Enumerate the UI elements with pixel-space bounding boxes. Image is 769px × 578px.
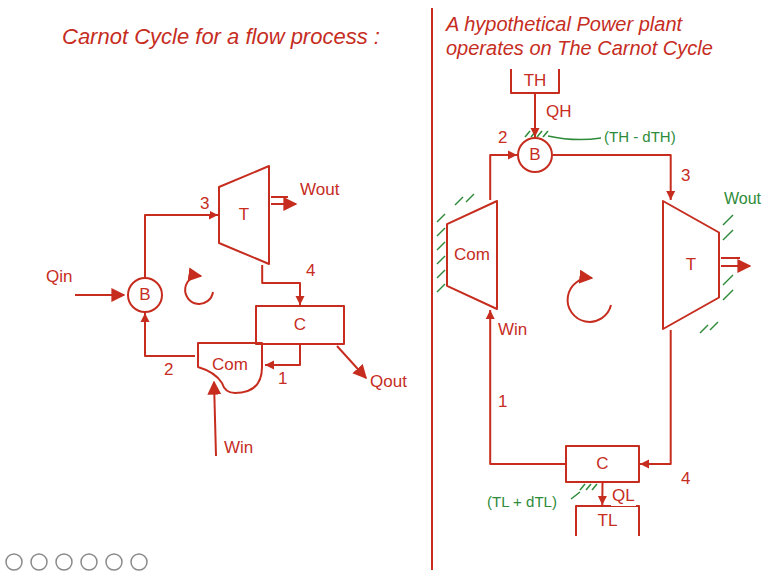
arrow-head [666, 191, 675, 200]
slide-title: Carnot Cycle for a flow process : [62, 24, 380, 49]
node-label: B [529, 146, 540, 165]
condenser-box: C [565, 445, 640, 483]
node-label: C [596, 455, 608, 474]
work-out-shaft [271, 197, 296, 204]
node-label: TL [598, 512, 618, 531]
boiler-circle: B [127, 277, 163, 313]
heat-out-arrow [337, 346, 366, 378]
insulation-hatch [437, 131, 733, 490]
state-number: 1 [497, 392, 508, 412]
condenser-box: C [255, 305, 345, 345]
flow-connector [141, 313, 196, 356]
node-label: B [139, 286, 150, 305]
temperature-note: (TL + dTL) [487, 493, 557, 510]
flow-connector [265, 345, 300, 370]
divider-line [432, 8, 433, 570]
heat-in-arrow [75, 295, 124, 296]
arrow-head [598, 496, 607, 505]
node-label: T [686, 256, 696, 275]
flow-connector [262, 265, 304, 305]
state-number: 4 [680, 469, 691, 489]
temperature-note: (TH - dTH) [604, 128, 676, 145]
arrow-head [265, 361, 274, 370]
arrow-head [508, 151, 517, 160]
leader-line [548, 136, 601, 499]
work-label: Wout [300, 180, 339, 200]
state-number: 1 [277, 369, 288, 389]
flow-connector [553, 155, 675, 200]
work-label: Win [224, 438, 253, 458]
state-number: 3 [199, 194, 210, 214]
turbine-shape: T [662, 200, 720, 330]
state-number: 2 [163, 360, 174, 380]
turbine-shape: T [218, 165, 270, 265]
heat-label: Qin [46, 267, 72, 287]
flow-connector [486, 310, 565, 464]
arrow-head [531, 128, 540, 137]
node-label: TH [524, 72, 547, 91]
boiler-circle: B [517, 137, 553, 173]
turbine-shaft [721, 258, 750, 266]
viewer-toolbar [6, 554, 147, 570]
hot-reservoir: TH [510, 68, 560, 94]
compressor-shape: Com [446, 200, 498, 310]
heat-label: QH [545, 102, 573, 122]
flow-connector [598, 483, 607, 505]
state-number: 4 [305, 261, 316, 281]
node-label: Com [454, 246, 490, 265]
slide-heading: A hypothetical Power plant operates on T… [446, 12, 764, 60]
flow-connector [640, 330, 671, 469]
node-label: C [294, 316, 306, 335]
state-number: 2 [497, 128, 508, 148]
flow-connector [145, 211, 218, 278]
work-label: Win [498, 320, 527, 340]
heat-label: QL [611, 486, 636, 506]
cold-reservoir: TL [575, 505, 640, 537]
node-label: Com [212, 356, 248, 375]
arrow-head [486, 310, 495, 319]
flow-connector [531, 94, 540, 137]
state-number: 3 [680, 166, 691, 186]
heat-label: Qout [370, 372, 407, 392]
compressor-shape: Com [195, 335, 265, 395]
node-label: T [239, 206, 249, 225]
work-in-arrow [214, 382, 216, 456]
arrow-head [296, 296, 305, 305]
cycle-direction-arrow [185, 276, 611, 322]
arrow-head [141, 313, 150, 322]
arrow-head [640, 460, 649, 469]
work-label: Wout [724, 190, 761, 208]
flow-connector [490, 151, 517, 201]
